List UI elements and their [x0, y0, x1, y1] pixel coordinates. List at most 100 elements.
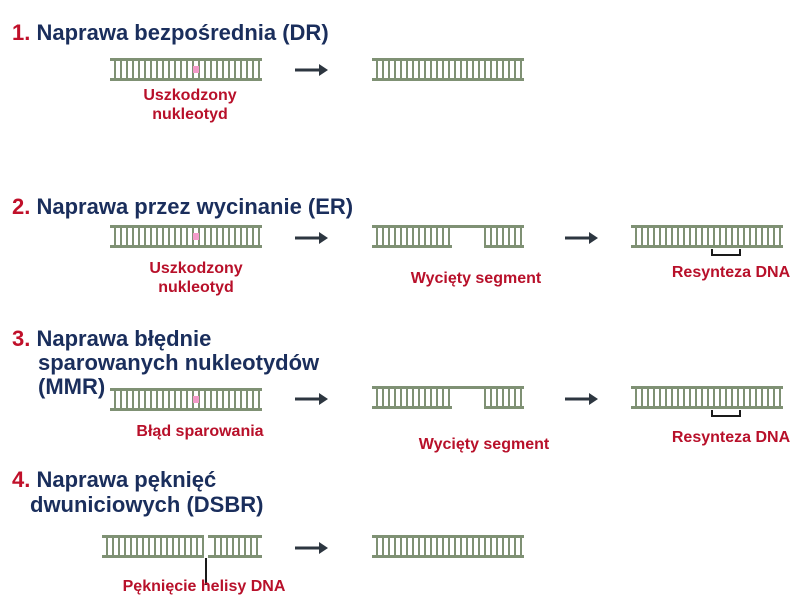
base-pair [118, 538, 120, 555]
base-pair [204, 228, 206, 245]
base-pair [258, 391, 260, 408]
top-strand-left [102, 535, 204, 538]
damaged-nucleotide [193, 233, 199, 240]
base-pair [743, 228, 745, 245]
base-pair [701, 228, 703, 245]
top-strand [631, 225, 783, 228]
base-pair [424, 228, 426, 245]
base-pair [454, 538, 456, 555]
base-pair [166, 538, 168, 555]
base-pair [779, 228, 781, 245]
base-pair [713, 389, 715, 406]
base-pair [400, 61, 402, 78]
base-pair [430, 389, 432, 406]
base-pair [743, 389, 745, 406]
base-pair [144, 391, 146, 408]
base-pair [773, 389, 775, 406]
base-pair [216, 391, 218, 408]
base-pair [120, 391, 122, 408]
base-pair [635, 389, 637, 406]
base-pair [114, 61, 116, 78]
base-pair [168, 61, 170, 78]
base-pair [779, 389, 781, 406]
base-pair [406, 61, 408, 78]
base-pair [484, 538, 486, 555]
base-pair [250, 538, 252, 555]
excised-gap [452, 239, 484, 251]
base-pair [418, 61, 420, 78]
section-2-resynthesis-label: Resynteza DNA [671, 264, 791, 281]
section-1-damaged-dna [110, 58, 262, 81]
arrow-shape [295, 64, 328, 76]
base-pair [641, 228, 643, 245]
base-pair [707, 228, 709, 245]
base-pair [406, 538, 408, 555]
base-pair [430, 228, 432, 245]
section-2-arrow-1 [295, 232, 328, 244]
base-pair [138, 228, 140, 245]
base-pair [755, 389, 757, 406]
base-pair [484, 389, 486, 406]
section-3-excised-label: Wycięty segment [418, 436, 550, 453]
section-4-title-line-2: dwuniciowych (DSBR) [30, 492, 264, 517]
base-pair [180, 228, 182, 245]
base-pair [514, 228, 516, 245]
base-pair [412, 228, 414, 245]
base-pair [222, 391, 224, 408]
base-pair [713, 228, 715, 245]
base-pair [258, 228, 260, 245]
base-pair [154, 538, 156, 555]
section-4-repaired-dna [372, 535, 524, 558]
base-pair [202, 538, 204, 555]
section-3-mismatched-dna [110, 388, 262, 411]
base-pair [382, 538, 384, 555]
base-pair [707, 389, 709, 406]
base-pair [514, 61, 516, 78]
arrow-shape [565, 393, 598, 405]
base-pair [460, 538, 462, 555]
section-3-arrow-2 [565, 393, 598, 405]
base-pair [520, 538, 522, 555]
base-pair [647, 389, 649, 406]
base-pair [418, 538, 420, 555]
base-pair [472, 538, 474, 555]
section-4-arrow [295, 542, 328, 554]
base-pair [184, 538, 186, 555]
base-pair [683, 228, 685, 245]
section-2-damage-label-1: Uszkodzony [149, 260, 243, 277]
base-pair [120, 228, 122, 245]
base-pair [508, 61, 510, 78]
base-pair [156, 228, 158, 245]
top-strand [372, 535, 524, 538]
base-pair [502, 389, 504, 406]
base-pair [144, 228, 146, 245]
base-pair [502, 61, 504, 78]
base-pair [174, 391, 176, 408]
base-pair [478, 61, 480, 78]
base-pair [761, 228, 763, 245]
top-strand-right [208, 535, 262, 538]
base-pair [448, 538, 450, 555]
base-pair [514, 538, 516, 555]
base-pair [376, 389, 378, 406]
base-pair [490, 228, 492, 245]
base-pair [196, 538, 198, 555]
base-pair [695, 389, 697, 406]
base-pair [761, 389, 763, 406]
base-pair [755, 228, 757, 245]
base-pair [406, 389, 408, 406]
base-pair [162, 228, 164, 245]
base-pair [148, 538, 150, 555]
base-pair [442, 228, 444, 245]
base-pair [454, 61, 456, 78]
base-pair [142, 538, 144, 555]
base-pair [394, 538, 396, 555]
base-pair [508, 538, 510, 555]
base-pair [168, 228, 170, 245]
base-pair [162, 391, 164, 408]
base-pair [689, 389, 691, 406]
base-pair [490, 61, 492, 78]
section-1-title-text: Naprawa bezpośrednia (DR) [36, 20, 329, 45]
top-strand [110, 388, 262, 391]
base-pair [496, 538, 498, 555]
